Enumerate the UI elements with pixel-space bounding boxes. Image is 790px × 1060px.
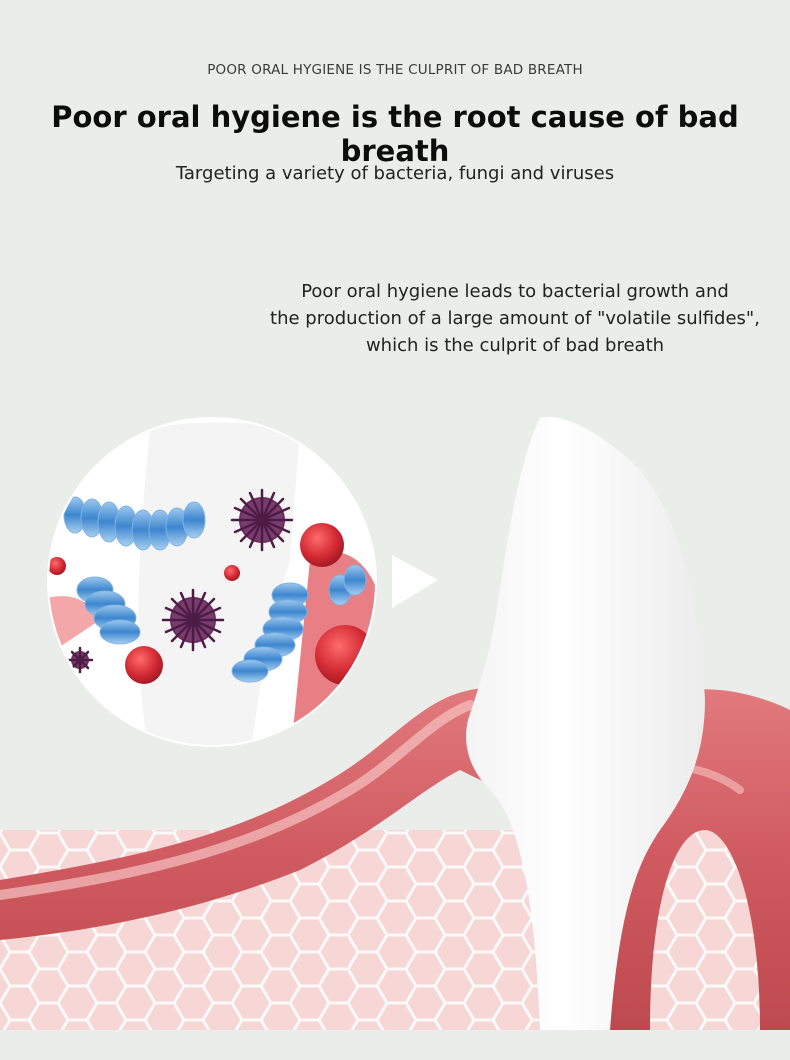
description-line: Poor oral hygiene leads to bacterial gro…	[301, 281, 729, 302]
tooth-icon	[466, 416, 705, 1030]
subtitle: Targeting a variety of bacteria, fungi a…	[175, 163, 615, 184]
description-line: the production of a large amount of "vol…	[270, 308, 760, 329]
bacteria-cluster-icon	[47, 417, 377, 747]
description: Poor oral hygiene leads to bacterial gro…	[240, 278, 790, 359]
eyebrow-text: POOR ORAL HYGIENE IS THE CULPRIT OF BAD …	[207, 62, 583, 78]
page-title: Poor oral hygiene is the root cause of b…	[51, 100, 739, 168]
description-line: which is the culprit of bad breath	[365, 335, 665, 356]
play-arrow-icon	[392, 555, 438, 608]
